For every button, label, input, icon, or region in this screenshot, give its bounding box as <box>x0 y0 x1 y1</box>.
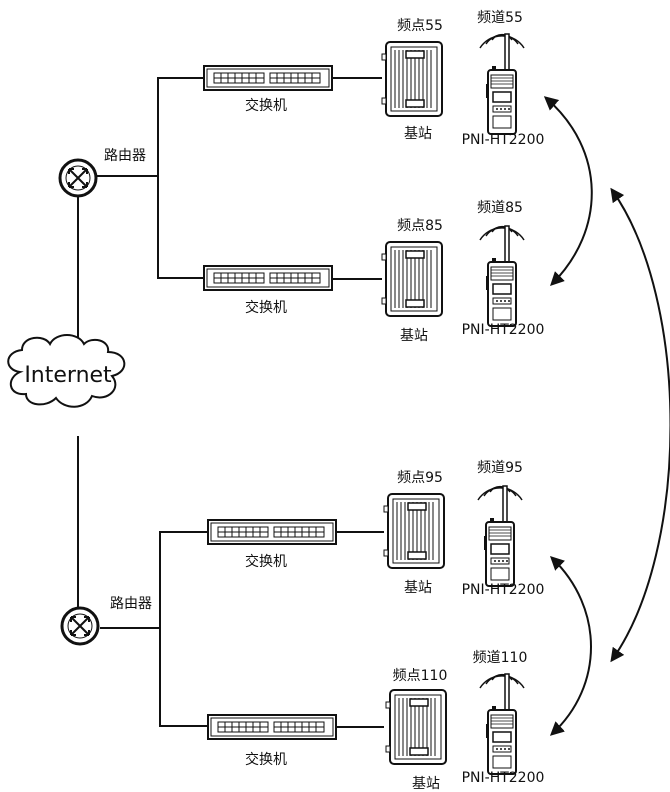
base-station-icon <box>385 689 447 765</box>
base-freq-label: 频点85 <box>397 218 443 234</box>
switch-icon <box>207 714 337 740</box>
switch-2: 交换机 <box>203 265 333 316</box>
channel-label: 频道85 <box>477 200 523 216</box>
base-station-4: 频点110 基站 <box>385 668 448 792</box>
arrow-group1-group2 <box>610 187 670 663</box>
base-station-label: 基站 <box>404 125 432 142</box>
channel-label: 频道55 <box>477 10 523 26</box>
switch-label: 交换机 <box>245 299 287 316</box>
switch-label: 交换机 <box>245 751 287 768</box>
link-router2-trunk <box>100 531 208 727</box>
base-station-icon <box>381 241 443 317</box>
router-icon <box>60 606 100 646</box>
base-station-label: 基站 <box>404 579 432 596</box>
switch-label: 交换机 <box>245 97 287 114</box>
base-station-icon <box>383 493 445 569</box>
internet-cloud: Internet <box>7 334 126 408</box>
base-freq-label: 频点110 <box>393 668 448 684</box>
channel-label: 频道110 <box>473 650 528 666</box>
radio-3: 频道95 PNI-HT2200 <box>462 460 545 598</box>
channel-label: 频道95 <box>477 460 523 476</box>
handheld-radio-icon <box>479 33 525 135</box>
base-station-1: 频点55 基站 <box>381 18 443 142</box>
radio-2: 频道85 PNI-HT2200 <box>462 200 545 338</box>
radio-1: 频道55 PNI-HT2200 <box>462 10 545 148</box>
base-freq-label: 频点95 <box>397 470 443 486</box>
router-2: 路由器 <box>60 596 152 646</box>
switch-icon <box>203 65 333 91</box>
radio-model-label: PNI-HT2200 <box>462 132 545 148</box>
switch-1: 交换机 <box>203 65 333 114</box>
base-freq-label: 频点55 <box>397 18 443 34</box>
handheld-radio-icon <box>479 673 525 775</box>
router-label: 路由器 <box>110 596 152 612</box>
switch-label: 交换机 <box>245 553 287 570</box>
base-station-2: 频点85 基站 <box>381 218 443 344</box>
internet-label: Internet <box>24 363 112 388</box>
switch-3: 交换机 <box>207 519 337 570</box>
arrow-radio3-radio4 <box>549 556 592 736</box>
handheld-radio-icon <box>477 485 523 587</box>
router-icon <box>58 158 98 198</box>
arrow-radio1-radio2 <box>543 96 593 286</box>
base-station-label: 基站 <box>400 327 428 344</box>
router-1: 路由器 <box>58 148 146 198</box>
switch-icon <box>203 265 333 291</box>
base-station-icon <box>381 41 443 117</box>
switch-icon <box>207 519 337 545</box>
base-station-label: 基站 <box>412 775 440 792</box>
radio-model-label: PNI-HT2200 <box>462 322 545 338</box>
radio-4: 频道110 PNI-HT2200 <box>462 650 545 786</box>
router-label: 路由器 <box>104 148 146 164</box>
radio-model-label: PNI-HT2200 <box>462 770 545 786</box>
switch-4: 交换机 <box>207 714 337 768</box>
radio-model-label: PNI-HT2200 <box>462 582 545 598</box>
base-station-3: 频点95 基站 <box>383 470 445 596</box>
handheld-radio-icon <box>479 225 525 327</box>
link-router1-trunk <box>96 77 204 279</box>
